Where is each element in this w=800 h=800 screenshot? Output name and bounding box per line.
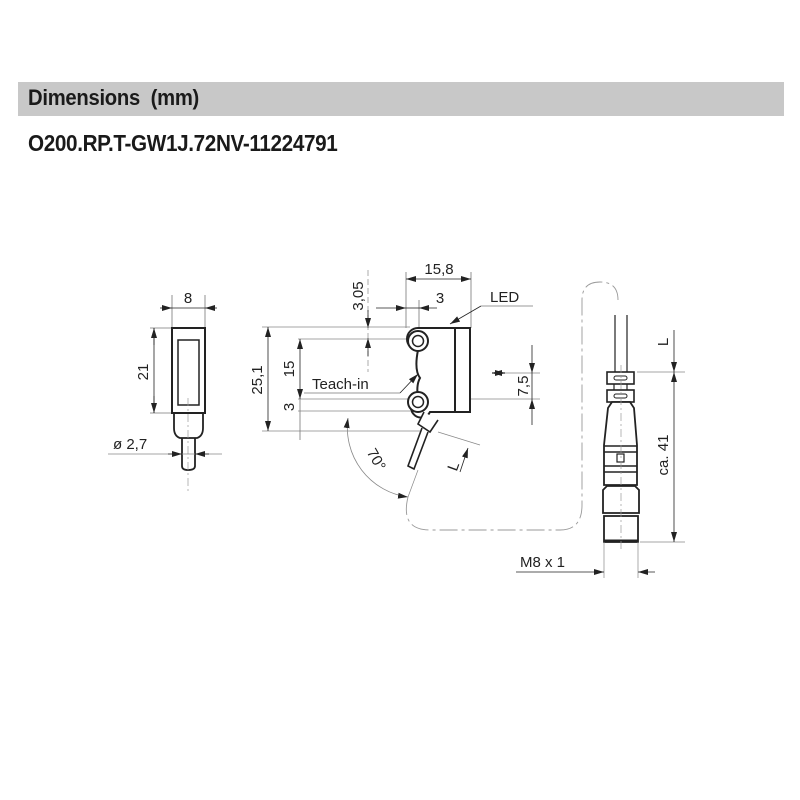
section-title: Dimensions (mm): [28, 85, 200, 110]
total-height-label: 25,1: [249, 365, 266, 394]
hole-spacing-label: 15: [281, 361, 298, 378]
angle-label: 70°: [363, 446, 389, 474]
part-number: O200.RP.T-GW1J.72NV-11224791: [28, 130, 338, 156]
front-width-label: 8: [184, 290, 192, 307]
side-view: 15,8 3 3,05 LED 25,1 15 3 Teach-in: [249, 261, 540, 499]
offset-label: 3: [436, 290, 444, 307]
front-height-label: 21: [135, 364, 152, 381]
front-view: 8 21 ø 2,7: [108, 290, 222, 492]
optical-axis-label: 7,5: [515, 376, 532, 397]
header-bar: Dimensions (mm): [18, 82, 784, 116]
led-label: LED: [490, 289, 519, 306]
connector-length-label: ca. 41: [655, 435, 672, 476]
connector-length-l-label: L: [655, 338, 672, 346]
teach-in-label: Teach-in: [312, 376, 369, 393]
bottom-offset-label: 3: [281, 403, 298, 411]
cable-diameter-label: ø 2,7: [113, 436, 147, 453]
top-offset-label: 3,05: [350, 281, 367, 310]
total-width-label: 15,8: [424, 261, 453, 278]
cable-route: [405, 281, 619, 531]
cable-length-label: L: [444, 460, 463, 474]
connector-view: L ca. 41 M8 x 1: [516, 315, 685, 578]
thread-label: M8 x 1: [520, 554, 565, 571]
